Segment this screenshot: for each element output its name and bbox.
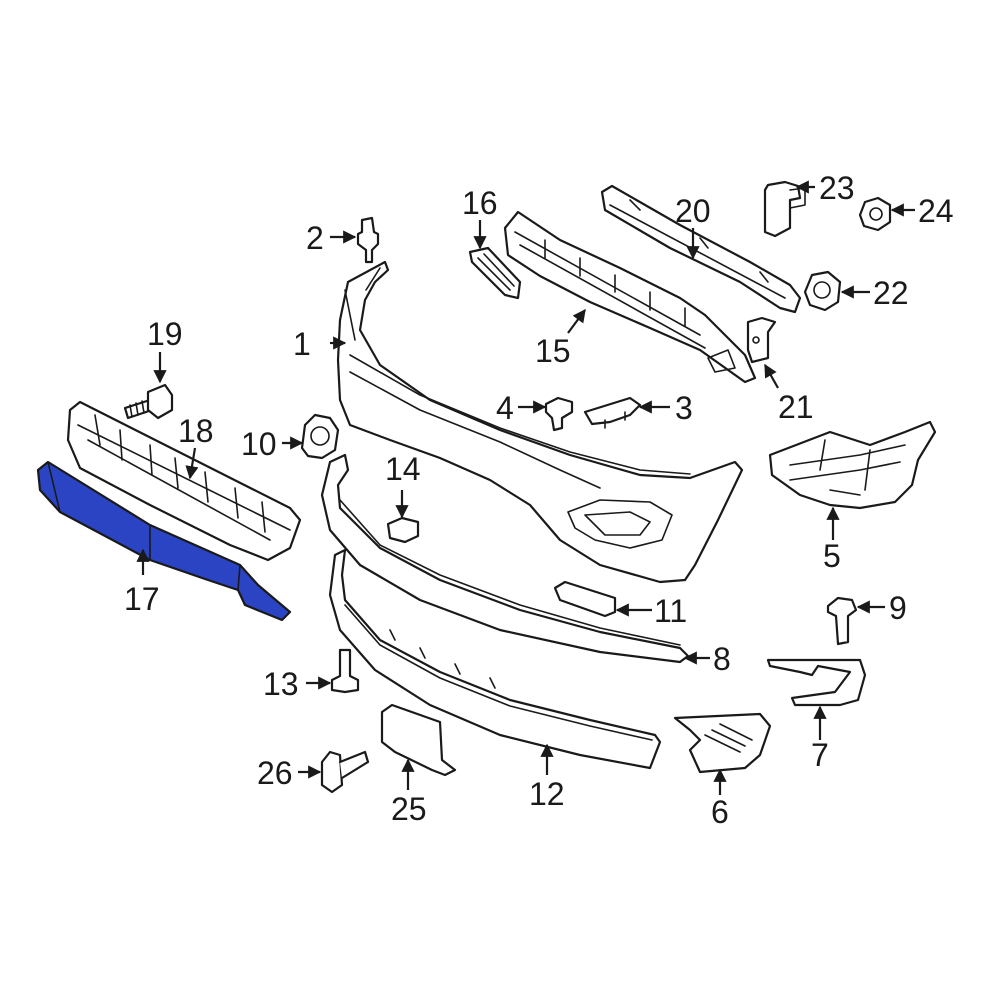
part-15-upper-support[interactable] — [503, 210, 757, 384]
part-25-bracket-plate[interactable] — [380, 703, 457, 777]
part-13-push-pin[interactable] — [330, 648, 360, 694]
part-3-bracket[interactable] — [583, 396, 642, 429]
callout-24: 24 — [918, 193, 954, 229]
callout-19: 19 — [147, 316, 183, 352]
callout-23: 23 — [819, 170, 855, 206]
part-5-splash-shield[interactable] — [768, 420, 937, 510]
callout-13: 13 — [263, 666, 299, 702]
callout-18: 18 — [178, 413, 214, 449]
callout-22: 22 — [873, 275, 909, 311]
callout-16: 16 — [462, 185, 498, 221]
callout-12: 12 — [529, 776, 565, 812]
part-18-energy-absorber[interactable] — [66, 400, 302, 562]
part-24-nut[interactable] — [858, 196, 892, 232]
callout-8: 8 — [713, 641, 731, 677]
part-7-trim-frame[interactable] — [766, 658, 867, 707]
part-2-push-pin[interactable] — [356, 216, 380, 264]
callout-17: 17 — [124, 581, 160, 617]
part-26-screw[interactable] — [320, 750, 370, 794]
callout-25: 25 — [391, 791, 427, 827]
part-10-nut[interactable] — [300, 413, 340, 460]
part-11-bracket[interactable] — [553, 580, 617, 618]
leader-lines — [136, 180, 915, 795]
part-19-bolt[interactable] — [123, 383, 174, 420]
callout-10: 10 — [241, 426, 277, 462]
callout-5: 5 — [823, 538, 841, 574]
part-22-nut[interactable] — [803, 270, 842, 312]
callout-20: 20 — [675, 193, 711, 229]
callout-21: 21 — [778, 389, 814, 425]
callout-6: 6 — [711, 794, 729, 830]
part-21-bracket[interactable] — [746, 316, 777, 364]
part-8-lower-trim[interactable] — [320, 453, 690, 664]
part-17-absorber-strip[interactable] — [36, 460, 292, 622]
callout-labels: 1 2 3 4 5 6 7 8 9 10 11 12 13 14 15 16 1… — [124, 170, 954, 830]
part-12-lower-valance[interactable] — [328, 548, 662, 770]
part-23-clip[interactable] — [763, 180, 806, 238]
callout-7: 7 — [811, 737, 829, 773]
callout-2: 2 — [306, 220, 324, 256]
part-6-fog-bezel[interactable] — [673, 712, 772, 774]
callout-4: 4 — [496, 390, 514, 426]
part-9-screw[interactable] — [826, 596, 858, 646]
part-16-bracket[interactable] — [468, 246, 522, 300]
callout-11: 11 — [654, 593, 687, 629]
callout-1: 1 — [293, 326, 311, 362]
callout-15: 15 — [535, 333, 571, 369]
part-1-bumper-cover[interactable] — [336, 260, 744, 584]
part-14-clip[interactable] — [386, 516, 420, 544]
callout-14: 14 — [385, 451, 421, 487]
callout-9: 9 — [889, 590, 907, 626]
part-4-screw[interactable] — [544, 396, 574, 432]
callout-26: 26 — [257, 755, 293, 791]
callout-3: 3 — [675, 390, 693, 426]
